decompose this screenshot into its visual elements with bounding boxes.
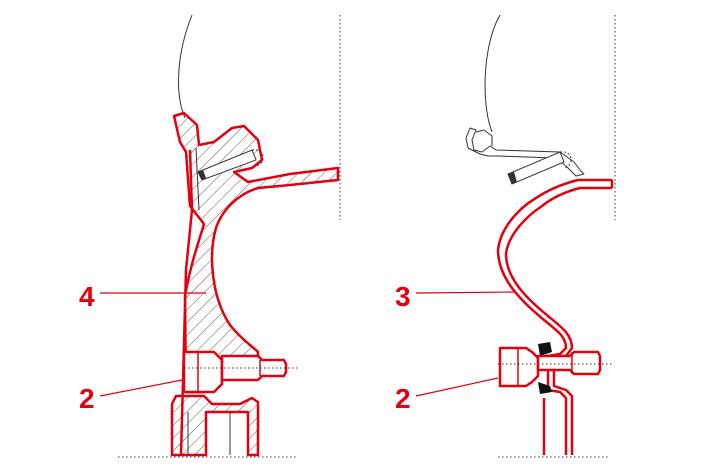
valve-cap-left — [198, 170, 206, 180]
callout-bolt-right: 2 — [395, 383, 411, 414]
valve-dashed-left — [251, 149, 264, 167]
steel-disc-inner — [504, 186, 612, 455]
callout-bolt-left: 2 — [79, 383, 95, 414]
callout-rim-right: 3 — [395, 281, 411, 312]
left-view-alloy-rim — [99, 14, 341, 458]
steel-rim-flange — [465, 127, 585, 177]
right-view-steel-rim — [415, 14, 616, 458]
hub-lower-left — [170, 394, 260, 457]
valve-cap-right — [508, 172, 517, 184]
leader-rim-right — [415, 291, 517, 294]
valve-right — [507, 151, 565, 185]
rim-flange-bead — [475, 129, 493, 146]
leader-bolt-right — [415, 377, 499, 397]
leader-bolt-left — [99, 379, 183, 397]
wheel-bolt-right — [498, 346, 602, 388]
alloy-rim-section — [172, 111, 340, 394]
rim-inner-edge — [195, 147, 200, 211]
valve-dashed-right — [559, 151, 572, 169]
tire-outline-left — [178, 14, 193, 119]
wheel-bolt-left — [182, 350, 288, 394]
callout-rim-left: 4 — [79, 281, 95, 312]
tire-outline-right — [484, 14, 501, 133]
steel-disc-outer — [496, 178, 612, 455]
